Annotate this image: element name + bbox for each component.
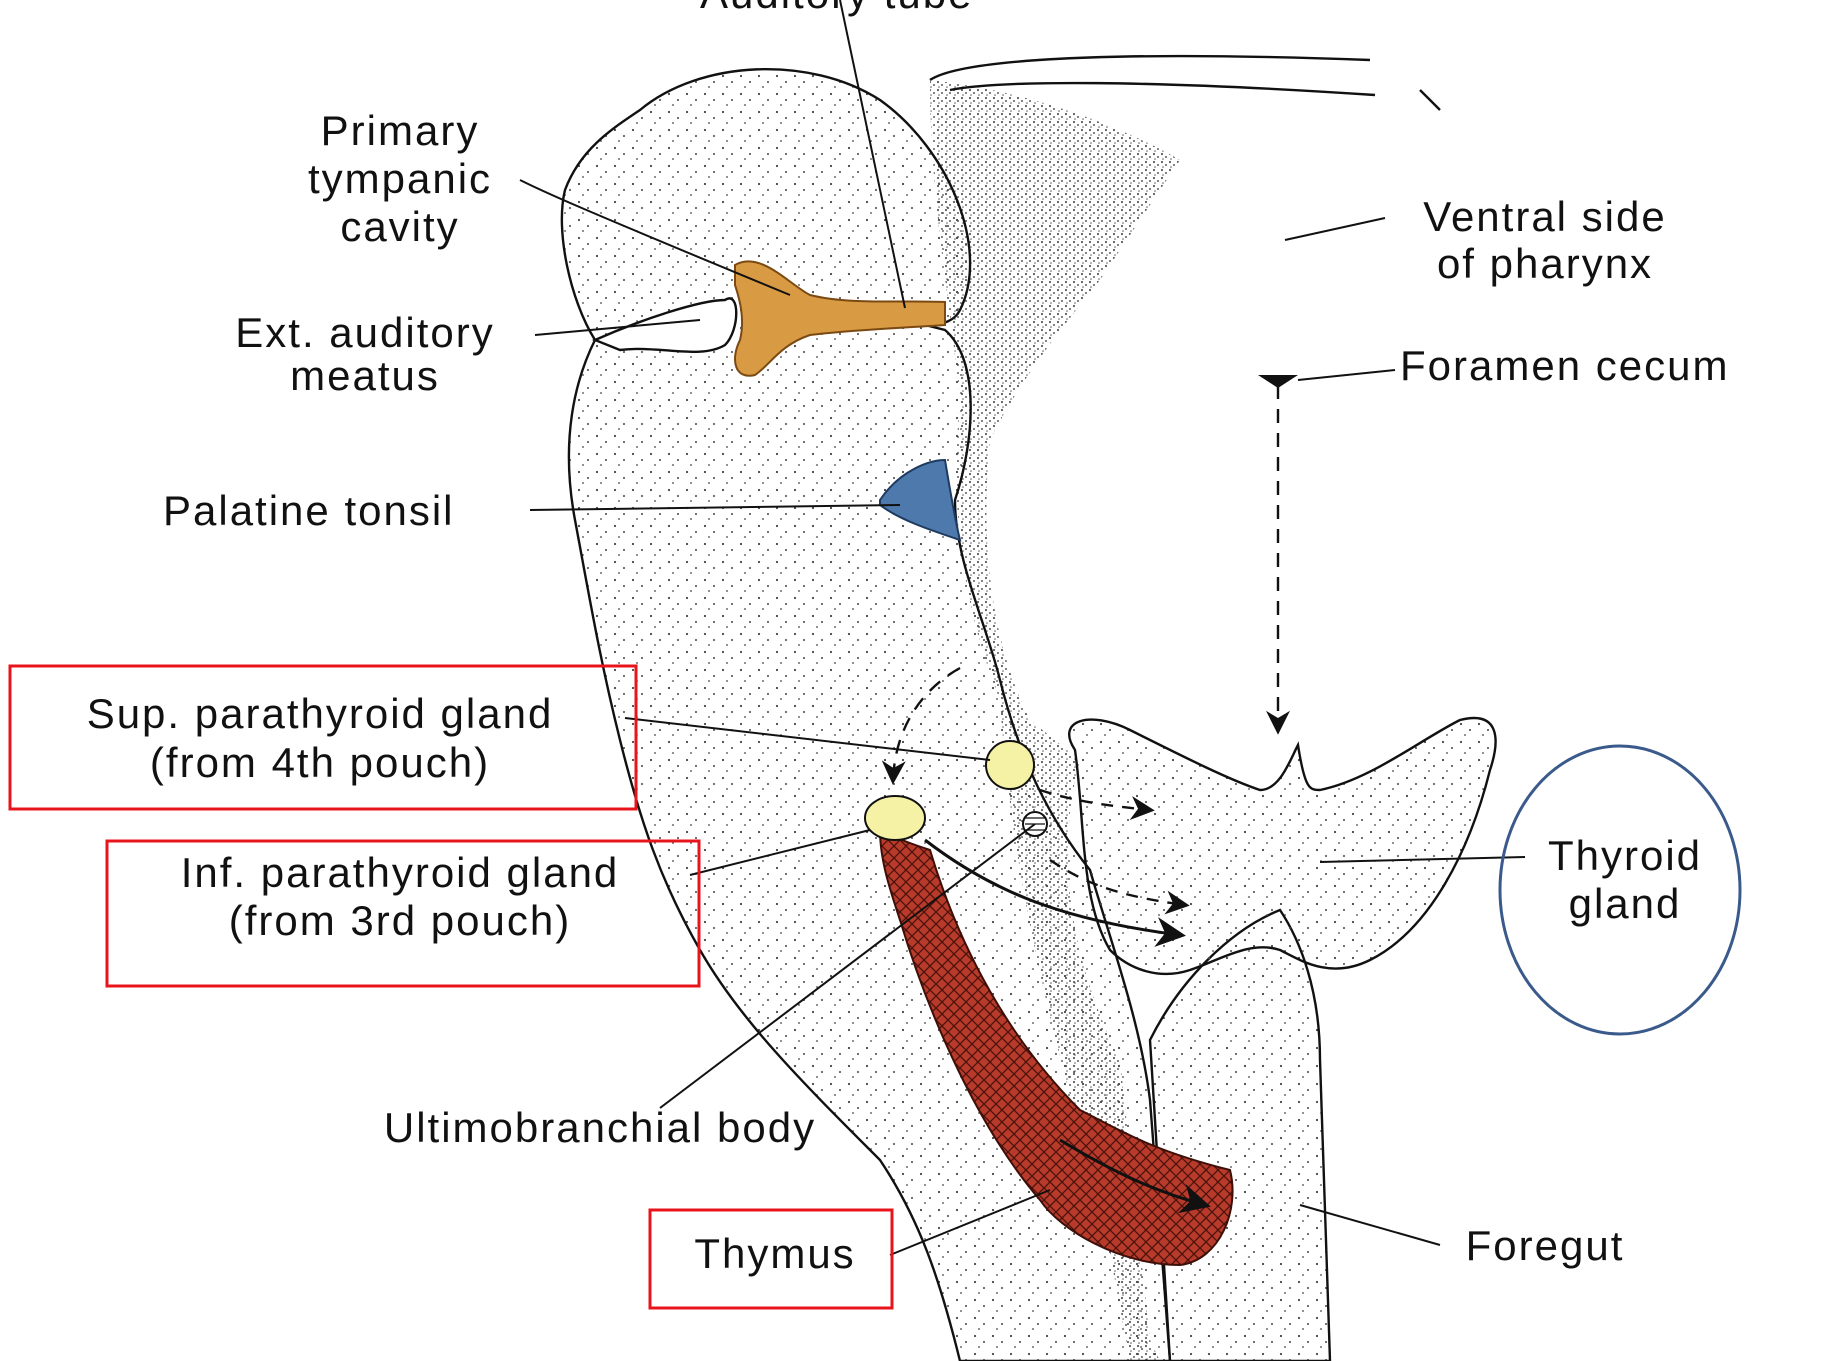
- label-ventral-side-line-1: Ventral side: [1423, 193, 1666, 240]
- label-ventral-side-line-2: of pharynx: [1437, 240, 1653, 287]
- label-palatine-tonsil: Palatine tonsil: [163, 487, 455, 534]
- label-foramen-cecum: Foramen cecum: [1400, 342, 1729, 389]
- inf-parathyroid-gland-shape: [865, 796, 925, 840]
- pharynx-upper-margin-inner: [950, 83, 1375, 95]
- pharynx-upper-margin: [930, 56, 1370, 80]
- label-primary-tympanic-line-3: cavity: [340, 203, 459, 250]
- label-sup-parathyroid-line-1: Sup. parathyroid gland: [87, 690, 554, 737]
- label-ext-auditory-meatus-line-1: Ext. auditory: [235, 309, 494, 356]
- label-thyroid-line-1: Thyroid: [1548, 832, 1702, 879]
- label-thymus: Thymus: [694, 1230, 855, 1277]
- sup-parathyroid-gland-shape: [986, 741, 1034, 789]
- leader-ventral-side-pharynx: [1285, 218, 1385, 240]
- label-sup-parathyroid-line-2: (from 4th pouch): [150, 739, 490, 786]
- label-ultimobranchial-body: Ultimobranchial body: [384, 1104, 816, 1151]
- label-inf-parathyroid-line-1: Inf. parathyroid gland: [181, 849, 620, 896]
- highlight-box-sup-parathyroid: [10, 666, 636, 809]
- label-auditory-tube: Auditory tube: [700, 0, 974, 17]
- label-thyroid-line-2: gland: [1569, 880, 1682, 927]
- label-inf-parathyroid-line-2: (from 3rd pouch): [229, 897, 571, 944]
- thyroid-gland-shape: [1069, 718, 1495, 974]
- leader-foramen-cecum: [1298, 370, 1395, 380]
- label-foregut: Foregut: [1466, 1222, 1625, 1269]
- label-ext-auditory-meatus-line-2: meatus: [290, 352, 440, 399]
- foregut-tube: [1150, 910, 1330, 1361]
- foramen-cecum-marker: [1258, 375, 1298, 388]
- label-primary-tympanic-line-2: tympanic: [308, 155, 492, 202]
- pharynx-right-margin: [1420, 90, 1440, 110]
- label-primary-tympanic-line-1: Primary: [321, 107, 480, 154]
